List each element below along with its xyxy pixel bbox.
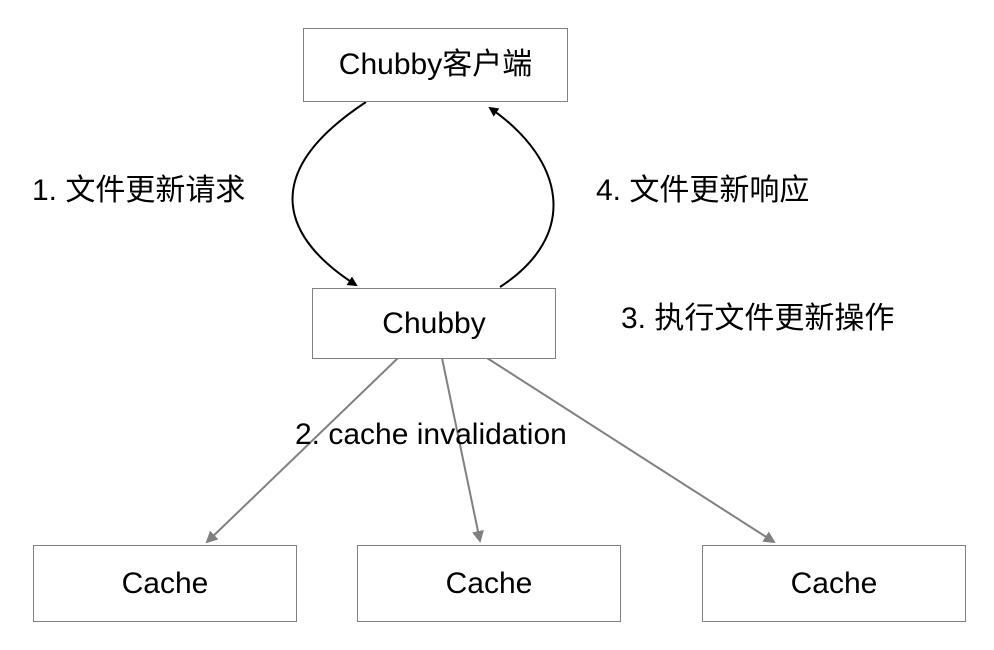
cache-node-2: Cache [357,545,621,622]
step2-label: 2. cache invalidation [295,418,567,451]
chubby-client-label: Chubby客户端 [338,48,533,81]
invalidation-arrow-cache-3 [486,357,776,544]
response-arrow [488,106,555,288]
step3-label: 3. 执行文件更新操作 [621,302,895,335]
step4-label: 4. 文件更新响应 [596,174,810,207]
cache-label-1: Cache [121,566,209,600]
chubby-client-node: Chubby客户端 [303,28,568,102]
cache-node-3: Cache [702,545,966,622]
chubby-node: Chubby [312,288,556,359]
request-arrow [291,101,367,287]
chubby-label: Chubby [382,306,486,340]
invalidation-arrow-cache-1 [205,357,399,544]
invalidation-arrow-cache-2 [441,357,484,543]
cache-label-3: Cache [790,566,878,600]
step1-label: 1. 文件更新请求 [32,174,246,207]
cache-label-2: Cache [445,566,533,600]
cache-node-1: Cache [33,545,297,622]
